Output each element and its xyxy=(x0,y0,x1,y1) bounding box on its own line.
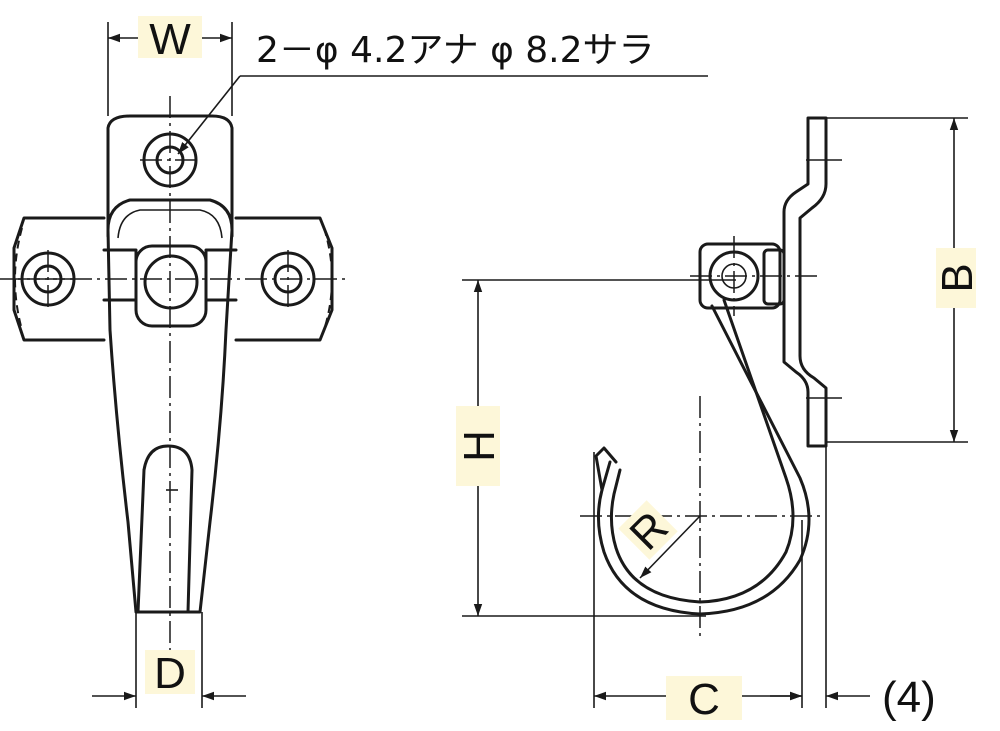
dimension-d: D xyxy=(92,612,246,708)
pivot-block xyxy=(134,244,208,328)
width-label: W xyxy=(149,15,191,64)
front-view xyxy=(0,96,345,660)
depth-label: D xyxy=(154,649,186,698)
pivot-rivet xyxy=(143,254,199,310)
hole-note: 2－φ 4.2アナ φ 8.2サラ xyxy=(177,30,708,155)
dimension-h: H xyxy=(455,279,736,617)
side-hook-tip xyxy=(594,446,618,492)
dimension-b: B xyxy=(826,117,982,443)
radius-label: R xyxy=(621,503,678,560)
dimension-r: R xyxy=(618,500,678,560)
side-mount-plate xyxy=(782,116,828,448)
dimension-thickness: (4) xyxy=(770,446,936,722)
reach-label: C xyxy=(688,675,720,724)
dimension-c: C xyxy=(593,452,803,724)
base-label: B xyxy=(933,263,982,292)
side-view xyxy=(580,116,842,636)
dimension-w: W xyxy=(107,15,233,116)
hole-note-text: 2－φ 4.2アナ φ 8.2サラ xyxy=(256,30,655,71)
thickness-label: (4) xyxy=(882,673,936,722)
height-label: H xyxy=(455,430,504,462)
hook-tip-front xyxy=(142,444,194,614)
